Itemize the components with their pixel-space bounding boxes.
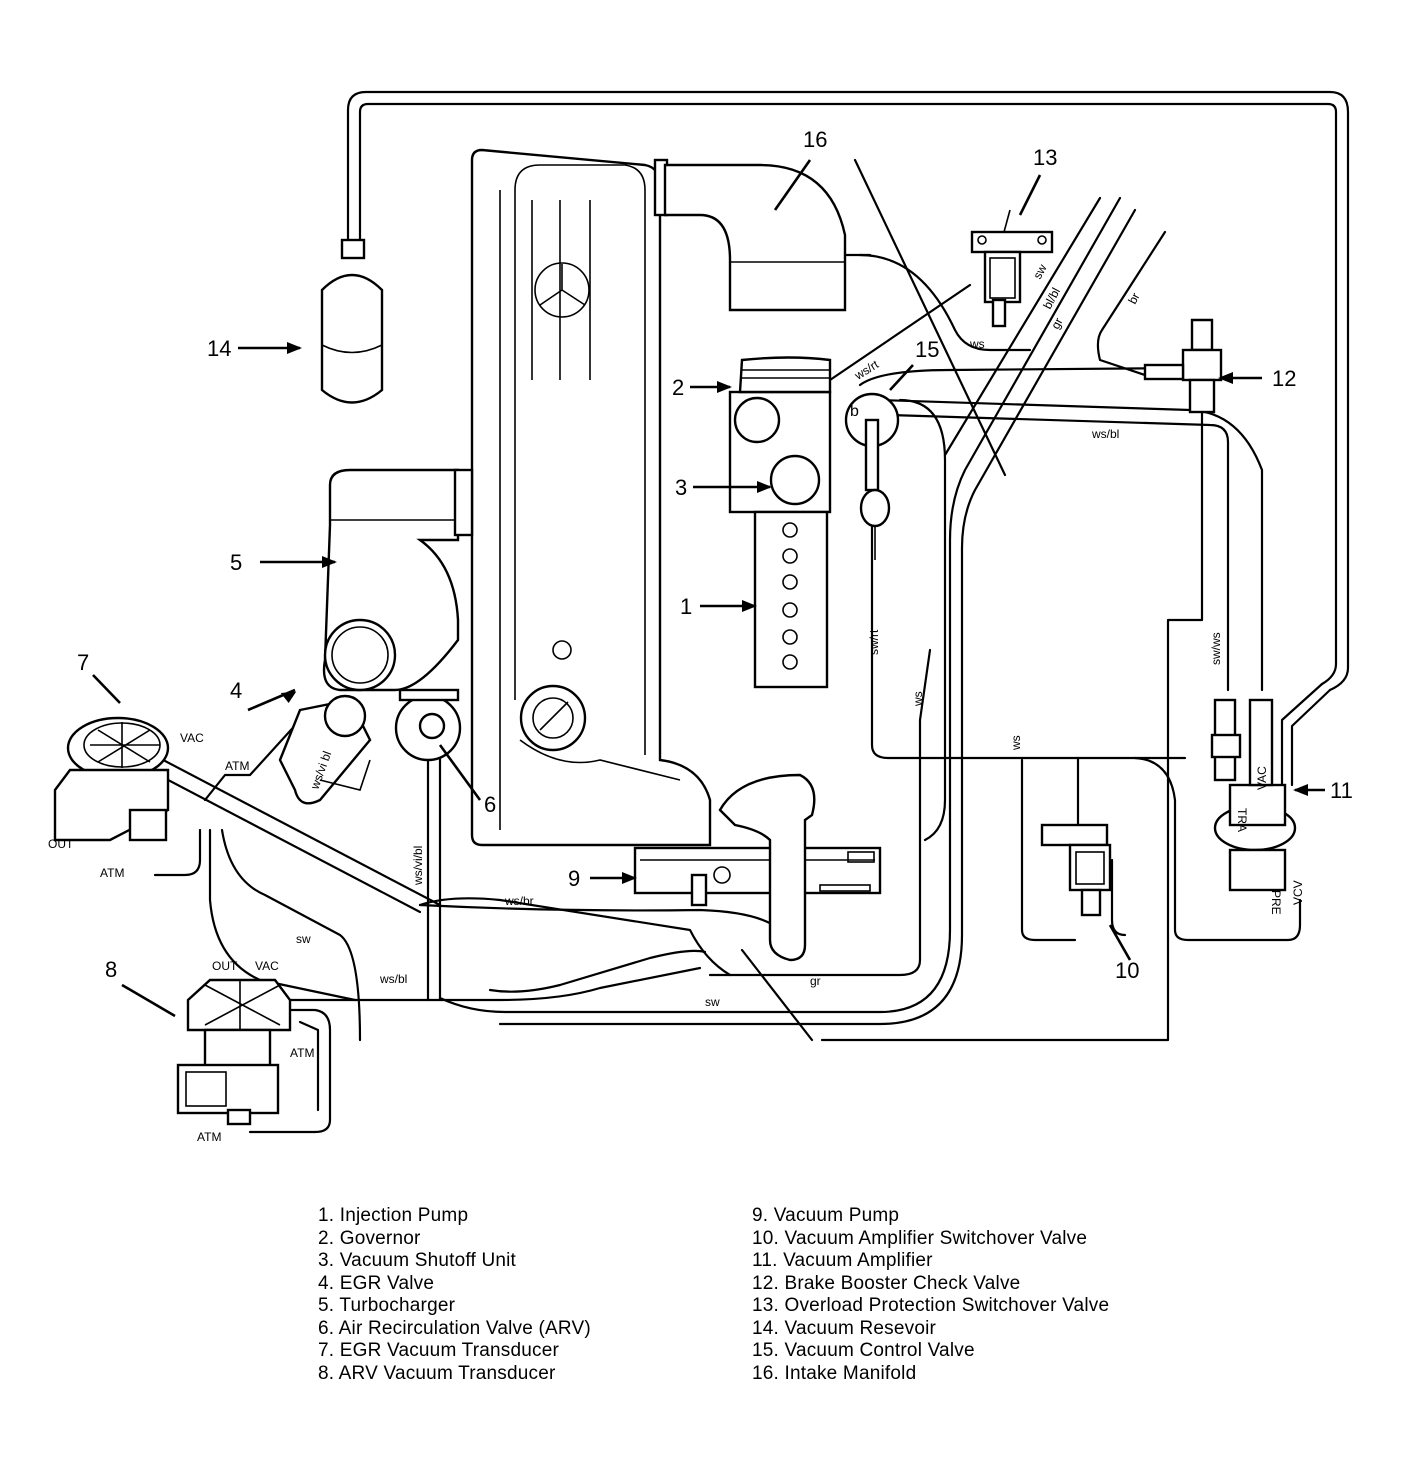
port-tra-11: TRA [1235,808,1249,832]
hose-label-sw-rt: sw/rt [867,629,881,655]
callout-3: 3 [675,475,687,500]
callout-13: 13 [1033,145,1057,170]
legend-item-vacuum-control-valve: 15. Vacuum Control Valve [752,1340,975,1361]
callout-1: 1 [680,594,692,619]
egr-valve [278,694,372,805]
hose-label-sw-top: sw [1030,262,1049,282]
turbocharger [322,468,474,692]
port-atm-8-bottom: ATM [197,1130,221,1144]
port-vac-11: VAC [1255,766,1269,790]
brake-booster-check-valve [1143,318,1223,414]
legend-item-vacuum-amplifier-switchover-valve: 10. Vacuum Amplifier Switchover Valve [752,1227,1088,1249]
hose-label-ws-mid: ws [911,691,925,707]
legend-item-vacuum-pump: 9. Vacuum Pump [752,1205,900,1226]
hose-label-gr-bottom: gr [810,974,821,988]
port-atm-8-mid: ATM [290,1046,314,1060]
intake-manifold [663,163,872,312]
callout-7: 7 [77,650,89,675]
port-b-15: b [850,403,859,420]
hose-label-ws-br: ws/br [504,894,534,908]
hose-label-sw-ws: sw/ws [1209,632,1223,665]
port-pre-11: PRE [1269,890,1283,915]
callout-5: 5 [230,550,242,575]
legend-item-arv-vacuum-transducer: 8. ARV Vacuum Transducer [318,1362,556,1384]
legend-item-injection-pump: 1. Injection Pump [318,1205,469,1226]
vacuum-pump [633,773,882,962]
legend-item-overload-protection-switchover-valve: 13. Overload Protection Switchover Valve [752,1295,1110,1316]
vacuum-reservoir [320,238,384,404]
legend-item-egr-vacuum-transducer: 7. EGR Vacuum Transducer [318,1340,559,1361]
arv-vacuum-transducer [176,978,292,1126]
callout-16: 16 [803,127,827,152]
legend-item-intake-manifold: 16. Intake Manifold [752,1362,917,1384]
callout-12: 12 [1272,366,1296,391]
port-labels: VAC ATM OUT ATM OUT VAC ATM ATM TRA VAC … [48,403,1305,1144]
legend-column-left: 1. Injection Pump 2. Governor 3. Vacuum … [318,1205,591,1385]
air-recirculation-valve [394,688,462,762]
injection-pump-assembly [728,356,832,689]
callout-4: 4 [230,678,242,703]
callout-15: 15 [915,337,939,362]
port-atm-7-top: ATM [225,759,249,773]
engine-valve-cover [470,148,712,847]
callout-11: 11 [1330,778,1353,803]
callout-6: 6 [484,792,496,817]
hose-label-ws-top: ws [969,337,985,351]
overload-protection-switchover-valve [970,209,1054,328]
callout-9: 9 [568,866,580,891]
port-out-8: OUT [212,959,238,973]
vacuum-amplifier [1210,698,1297,892]
callout-10: 10 [1115,958,1139,983]
callout-8: 8 [105,957,117,982]
callout-numbers: 1 2 3 4 5 6 7 8 9 10 11 12 13 14 15 16 [77,127,1353,983]
vacuum-control-valve [844,392,900,560]
vacuum-system-diagram: 1 2 3 4 5 6 7 8 9 10 11 12 13 14 15 16 w… [48,90,1353,1144]
legend-item-brake-booster-check-valve: 12. Brake Booster Check Valve [752,1272,1021,1294]
legend-item-air-recirculation-valve: 6. Air Recirculation Valve (ARV) [318,1317,591,1339]
port-vcv-11: VCV [1291,880,1305,905]
legend-item-vacuum-amplifier: 11. Vacuum Amplifier [752,1250,933,1271]
callout-14: 14 [207,336,231,361]
port-vac-8: VAC [255,959,279,973]
legend-item-vacuum-shutoff-unit: 3. Vacuum Shutoff Unit [318,1250,517,1271]
port-vac-7: VAC [180,731,204,745]
hose-label-sw-left: sw [296,932,311,946]
vacuum-amplifier-switchover-valve [1040,823,1112,917]
hose-label-ws-right: ws [1009,735,1023,751]
legend-item-egr-valve: 4. EGR Valve [318,1272,435,1294]
port-out-7: OUT [48,837,74,851]
injection-nozzles [782,522,798,670]
legend-item-turbocharger: 5. Turbocharger [318,1295,456,1316]
hose-label-ws-rt: ws/rt [851,357,881,383]
legend-item-governor: 2. Governor [318,1227,421,1249]
legend-item-vacuum-reservoir: 14. Vacuum Resevoir [752,1317,937,1339]
hose-label-ws-vi-bl: ws/vi/bl [411,846,425,886]
hose-label-ws-bl-bottom: ws/bl [379,972,407,986]
parts-legend: 1. Injection Pump 2. Governor 3. Vacuum … [0,1205,1418,1405]
hose-label-br: br [1125,290,1142,306]
legend-column-right: 9. Vacuum Pump 10. Vacuum Amplifier Swit… [752,1205,1109,1385]
hose-label-ws-bl-right: ws/bl [1091,427,1119,441]
callout-arrows [92,159,1325,1018]
hose-label-sw-bottom: sw [705,995,720,1009]
callout-2: 2 [672,375,684,400]
egr-vacuum-transducer [53,716,170,842]
port-atm-7-bottom: ATM [100,866,124,880]
